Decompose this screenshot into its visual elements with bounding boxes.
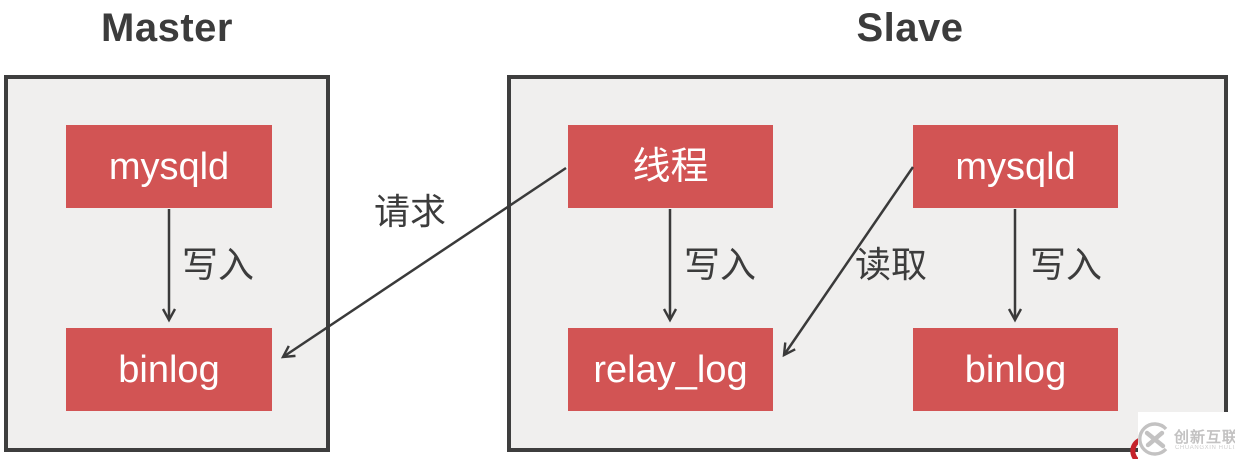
master-title: Master (101, 6, 233, 50)
watermark-brand-text: 创新互联 (1174, 429, 1235, 446)
node-slave-binlog: binlog (913, 328, 1118, 411)
node-slave-relay-log: relay_log (568, 328, 773, 411)
watermark: 创新互联 CHUANGXIN HULIAN (1138, 412, 1235, 459)
edge-label-slave-write: 写入 (1030, 244, 1103, 285)
edge-label-master-write: 写入 (182, 244, 255, 285)
node-master-binlog: binlog (66, 328, 272, 411)
node-slave-mysqld: mysqld (913, 125, 1118, 208)
brand-logo-icon (1138, 422, 1168, 456)
edge-label-thread-write: 写入 (684, 244, 757, 285)
node-master-mysqld: mysqld (66, 125, 272, 208)
watermark-red-crescent-icon (1130, 437, 1142, 459)
node-slave-thread: 线程 (568, 125, 773, 208)
slave-title: Slave (856, 6, 964, 50)
watermark-sub-text: CHUANGXIN HULIAN (1175, 445, 1235, 451)
edge-label-request: 请求 (374, 191, 447, 232)
edge-label-read: 读取 (855, 244, 928, 285)
